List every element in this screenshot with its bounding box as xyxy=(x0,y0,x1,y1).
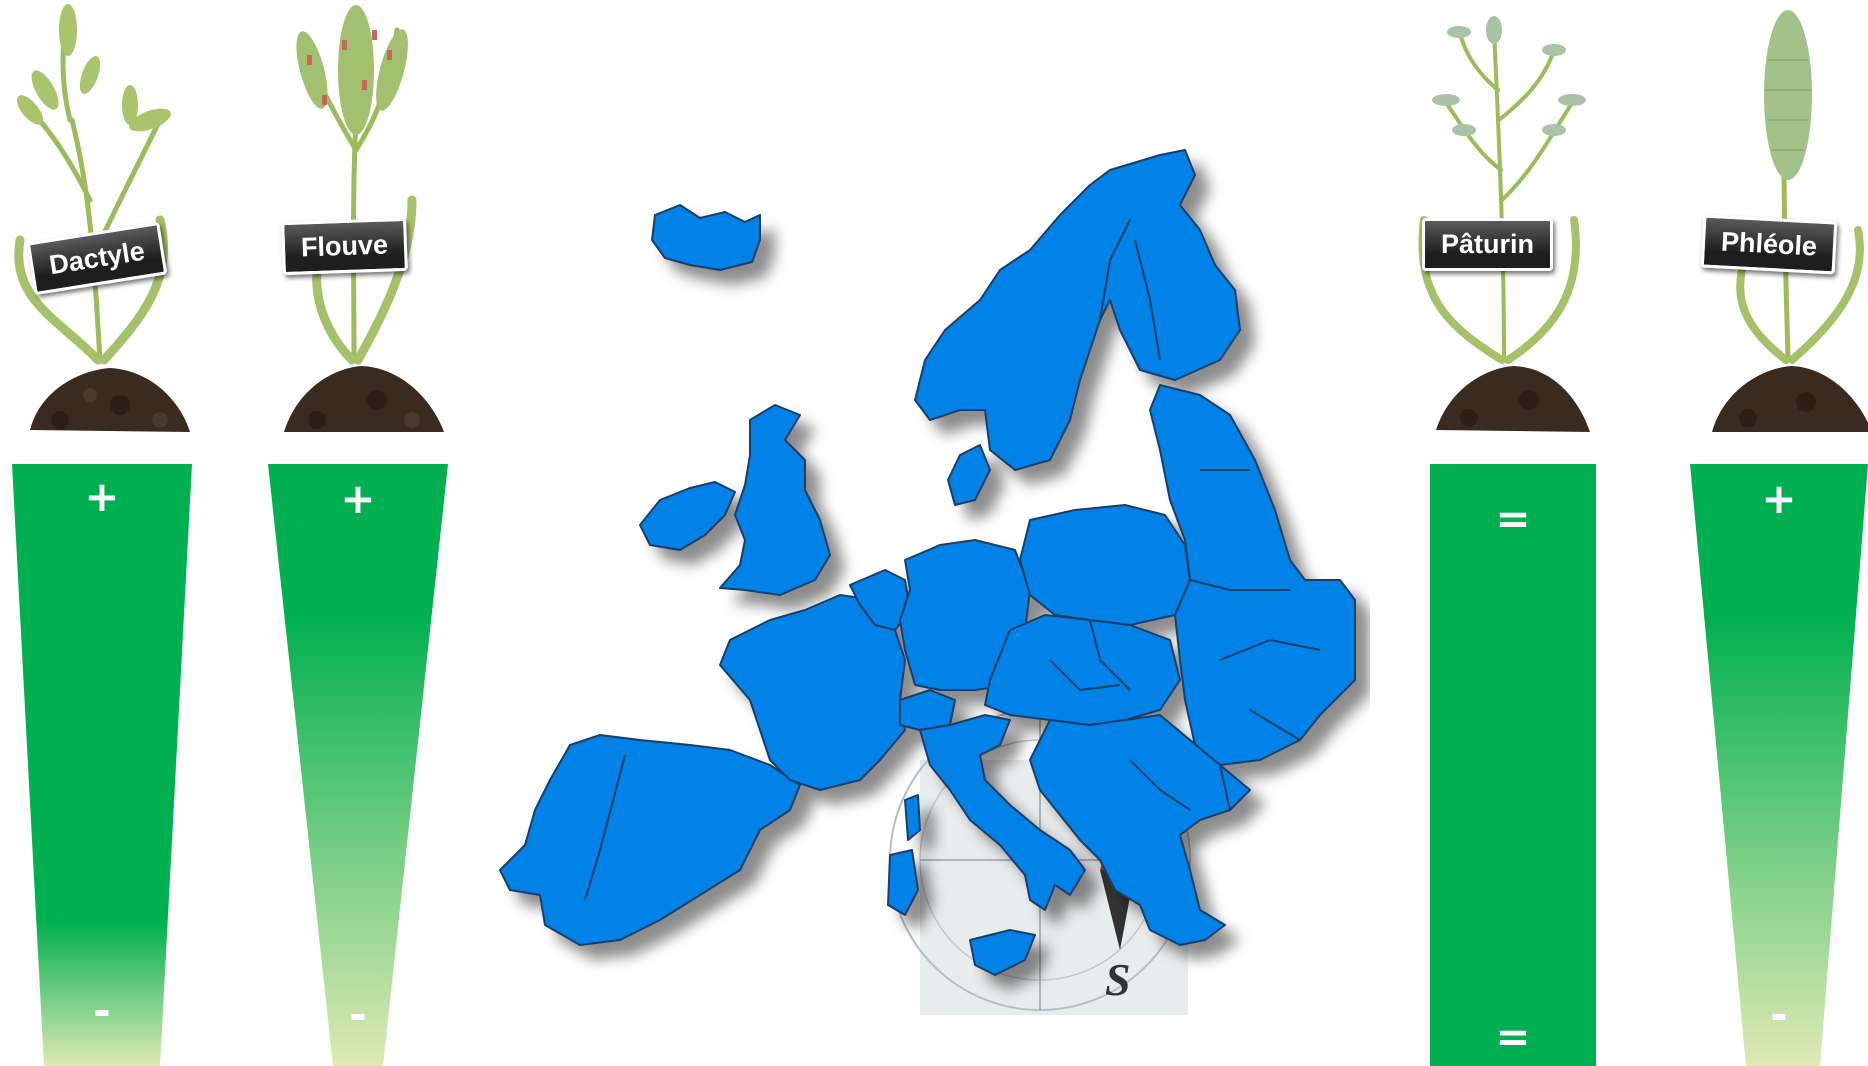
great-britain-shape xyxy=(719,404,831,596)
ireland-shape xyxy=(639,481,736,551)
iberia-shape xyxy=(499,734,801,946)
europe-map-icon: S xyxy=(499,149,1356,1015)
bar-top-sign: = xyxy=(1495,494,1531,543)
italy-shape xyxy=(919,714,1086,911)
france-shape xyxy=(719,594,906,791)
poland-shape xyxy=(1019,504,1191,626)
gradient-bar-dactyle: + - xyxy=(12,464,192,1066)
switzerland-shape xyxy=(899,689,956,731)
europe-map: S xyxy=(470,140,1370,1040)
plant-label: Flouve xyxy=(281,217,408,276)
plant-flouve: Flouve xyxy=(262,0,462,450)
corsica-shape xyxy=(904,794,921,841)
bar-bottom-sign: - xyxy=(1770,990,1788,1039)
balkans-shape xyxy=(1029,714,1251,946)
bar-bottom-sign: - xyxy=(349,990,367,1039)
solid-bar-paturin: = = xyxy=(1430,464,1596,1066)
denmark-shape xyxy=(947,444,991,506)
scandinavia-shape xyxy=(914,149,1241,471)
sicily-shape xyxy=(969,929,1036,976)
plant-label: Pâturin xyxy=(1422,218,1554,271)
plant-paturin: Pâturin xyxy=(1404,0,1604,450)
plant-dactyle: Dactyle xyxy=(0,0,200,450)
bar-top-sign: + xyxy=(340,474,376,523)
grass-plant-icon xyxy=(14,4,190,432)
central-europe-shape xyxy=(984,614,1181,726)
eastern-europe-shape xyxy=(1149,384,1356,766)
iceland-shape xyxy=(651,204,761,271)
grass-plant-icon xyxy=(1712,10,1868,432)
sardinia-shape xyxy=(887,849,919,916)
bar-top-sign: + xyxy=(84,472,120,521)
gradient-bar-phleole: + - xyxy=(1690,464,1868,1066)
plant-phleole: Phléole xyxy=(1688,0,1868,450)
bar-top-sign: + xyxy=(1761,474,1797,523)
bar-bottom-sign: = xyxy=(1495,1012,1531,1061)
gradient-bar-flouve: + - xyxy=(268,464,448,1066)
bar-bottom-sign: - xyxy=(93,986,111,1035)
plant-label: Phléole xyxy=(1700,214,1838,275)
compass-south-letter: S xyxy=(1105,954,1131,1005)
